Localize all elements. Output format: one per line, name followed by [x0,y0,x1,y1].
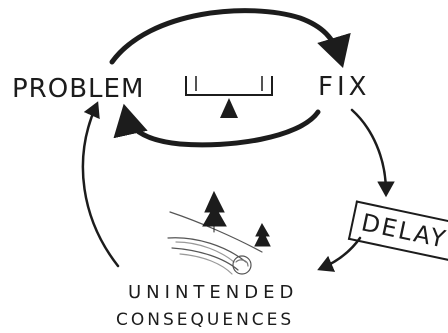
unintended-label: UNINTENDED [128,282,299,303]
problem-label: PROBLEM [12,74,145,104]
arrow-fix-to-problem [113,103,321,148]
arrow-fix-to-delay [350,108,395,198]
consequences-label: CONSEQUENCES [116,310,295,330]
tree-icon [202,190,227,233]
snowball-hill-icon [167,190,271,275]
arrow-delay-to-consequences [317,236,362,272]
arrow-consequences-to-problem [81,101,120,268]
arrow-problem-to-fix [109,8,351,69]
small-tree-icon [254,222,271,247]
fix-label: FIX [318,72,371,102]
balance-scale-icon [185,76,273,118]
